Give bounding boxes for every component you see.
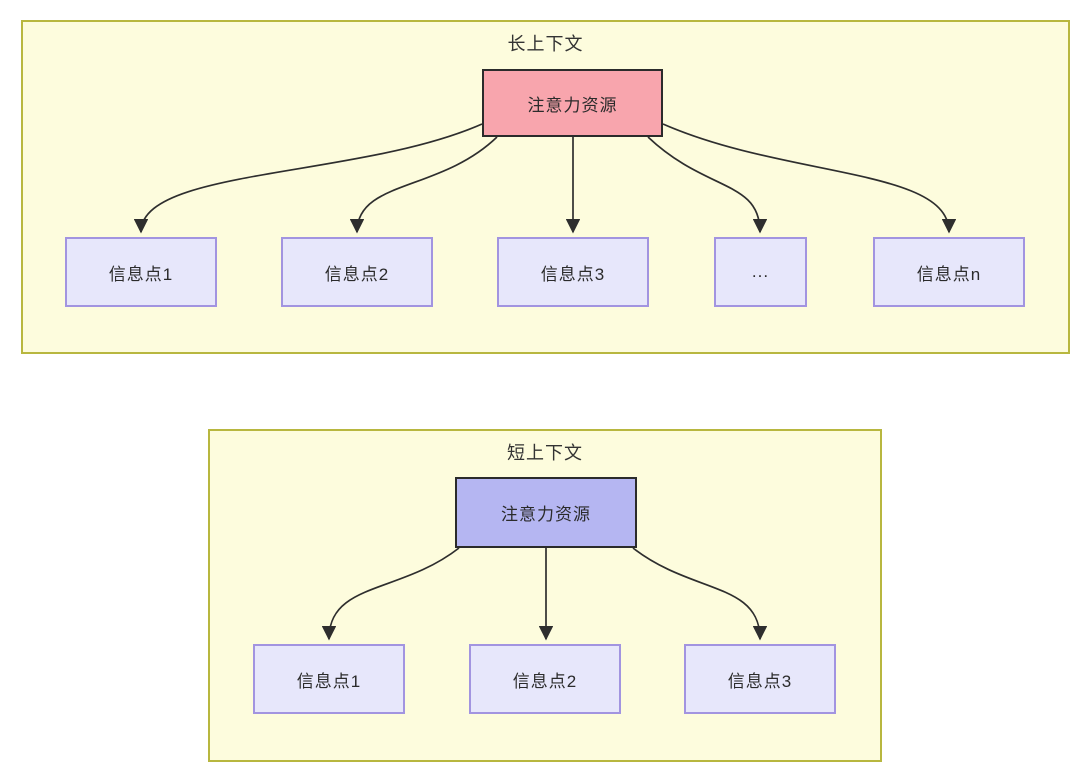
short-info-node-3: 信息点3 [684,644,836,714]
long-info-node-2: 信息点2 [281,237,433,307]
long-info-node-ellipsis: ... [714,237,807,307]
short-info-node-1: 信息点1 [253,644,405,714]
short-context-title: 短上下文 [507,443,583,463]
short-info-node-2: 信息点2 [469,644,621,714]
long-info-node-n: 信息点n [873,237,1025,307]
long-attention-resource-node: 注意力资源 [482,69,663,137]
long-info-node-3: 信息点3 [497,237,649,307]
short-attention-resource-node: 注意力资源 [455,477,637,548]
long-info-node-1: 信息点1 [65,237,217,307]
long-context-title: 长上下文 [507,34,584,54]
